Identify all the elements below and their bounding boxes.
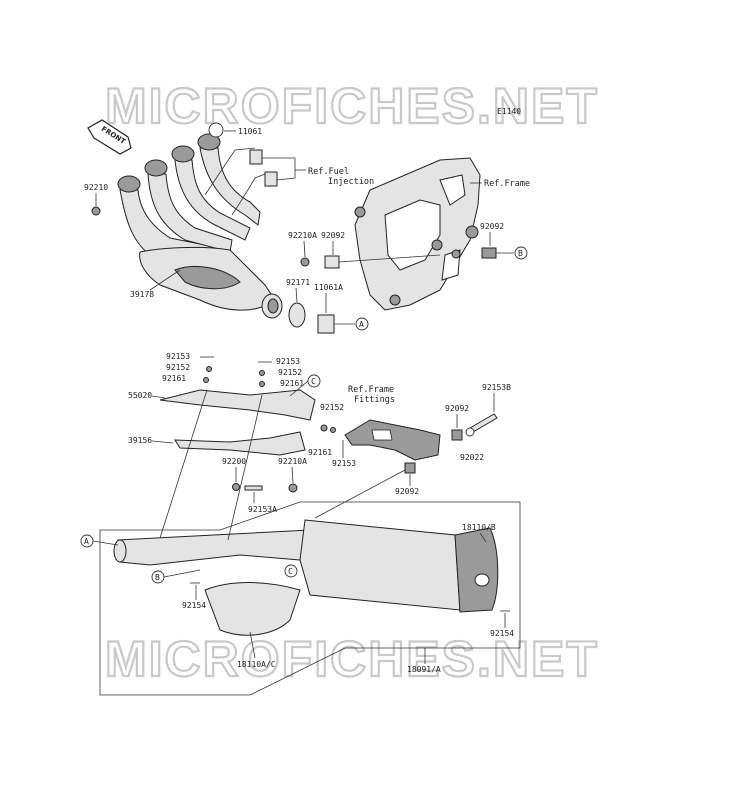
frame-fittings-bracket: [344, 419, 441, 461]
muffler-body: [299, 519, 461, 611]
heat-guard-upper: [159, 389, 316, 421]
callout-a-top-label: A: [359, 320, 364, 329]
middle-pipe: [117, 529, 319, 566]
nut-icon: [91, 206, 101, 216]
heat-guard-muffler: [204, 582, 301, 636]
part-label-92152-mid: 92152: [278, 368, 302, 377]
watermark-bottom: MICROFICHES.NET: [105, 631, 599, 687]
callout-a-bottom-label: A: [84, 537, 89, 546]
ref-frame-top: Ref.Frame: [484, 179, 530, 189]
part-label-92161-left: 92161: [162, 374, 186, 383]
callout-c-bottom: [284, 564, 298, 578]
watermark-top: MICROFICHES.NET: [105, 78, 599, 134]
part-label-18110b: 18110/B: [462, 523, 496, 532]
heat-guard-lower: [174, 431, 306, 456]
part-label-92171: 92171: [286, 278, 310, 287]
part-label-55020: 55020: [128, 391, 152, 400]
part-label-92152-right: 92152: [320, 403, 344, 412]
ref-fuel-injection-line2: Injection: [328, 177, 374, 187]
callout-a-top: [355, 317, 369, 331]
part-label-92161-mid: 92161: [280, 379, 304, 388]
diagram-code: E1140: [497, 107, 521, 116]
part-label-92153a: 92153A: [248, 505, 277, 514]
part-label-92153-right: 92153: [332, 459, 356, 468]
callout-c-bottom-label: C: [288, 567, 293, 576]
part-label-92161-right: 92161: [308, 448, 332, 457]
part-label-18110ac: 18110A/C: [237, 660, 276, 669]
front-arrow-icon: FRONT: [87, 119, 132, 155]
part-label-92152-left: 92152: [166, 363, 190, 372]
part-label-11061a: 11061A: [314, 283, 343, 292]
part-label-92200: 92200: [222, 457, 246, 466]
part-label-92092-mid: 92092: [445, 404, 469, 413]
part-label-39156: 39156: [128, 436, 152, 445]
part-label-92210a-mid: 92210A: [278, 457, 307, 466]
part-label-92153-left: 92153: [166, 352, 190, 361]
gasket-sleeve-icon: [317, 314, 335, 334]
collar-icon: [481, 247, 497, 259]
part-label-11061: 11061: [238, 127, 262, 136]
exhaust-header-pipes: [117, 133, 283, 319]
part-label-92092-top: 92092: [321, 231, 345, 240]
gasket-ring: [208, 122, 224, 138]
part-label-92153-mid: 92153: [276, 357, 300, 366]
ref-frame-fittings-line2: Fittings: [354, 395, 395, 405]
callout-c-top-label: C: [311, 377, 316, 386]
ref-frame-fittings-line1: Ref.Frame: [348, 385, 394, 395]
callout-b-top-label: B: [518, 249, 523, 258]
part-label-92154-right: 92154: [490, 629, 514, 638]
callout-b-bottom-label: B: [155, 573, 160, 582]
part-label-92154-left: 92154: [182, 601, 206, 610]
frame-subassembly: [354, 157, 481, 311]
part-label-92210a-top: 92210A: [288, 231, 317, 240]
part-label-92153b: 92153B: [482, 383, 511, 392]
part-label-18091a: 18091/A: [407, 665, 441, 674]
ref-fuel-injection-line1: Ref.Fuel: [308, 167, 349, 177]
part-label-92092-right: 92092: [480, 222, 504, 231]
part-label-92210: 92210: [84, 183, 108, 192]
part-label-39178: 39178: [130, 290, 154, 299]
part-label-92092-low: 92092: [395, 487, 419, 496]
muffler-end-cap: [454, 527, 499, 613]
callout-b-top: [514, 246, 528, 260]
clamp-icon: [288, 302, 306, 328]
assembly-outline: [99, 501, 521, 696]
part-label-92022: 92022: [460, 453, 484, 462]
